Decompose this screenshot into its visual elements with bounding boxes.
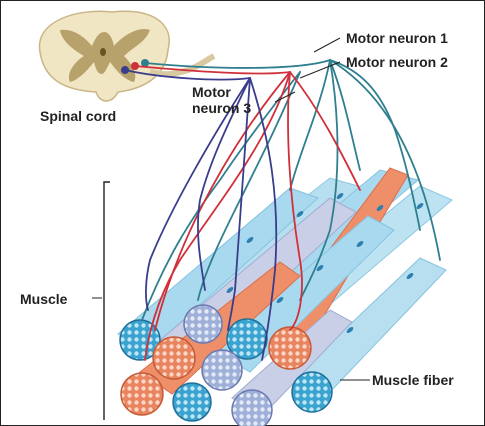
fiber-cross-section — [269, 327, 311, 369]
fiber-cross-section — [173, 383, 211, 421]
muscle-bracket — [104, 182, 110, 420]
spinal-cord — [39, 11, 214, 101]
fiber-cross-section — [232, 390, 272, 426]
motor-neuron-1-label: Motor neuron 1 — [346, 30, 448, 46]
fiber-cross-section — [121, 373, 163, 415]
fiber-cross-section — [153, 337, 195, 379]
motor-neuron-3-label-line2: neuron 3 — [192, 100, 251, 116]
muscle-label: Muscle — [20, 291, 67, 307]
fiber-cross-section — [184, 305, 222, 343]
central-canal — [100, 48, 106, 56]
motor-neuron-3-label-line1: Motor — [192, 84, 231, 100]
motor-neuron-2-label: Motor neuron 2 — [346, 54, 448, 70]
fiber-cross-section — [202, 350, 242, 390]
muscle-fiber-label: Muscle fiber — [372, 372, 454, 388]
fiber-cross-section — [292, 372, 332, 412]
spinal-cord-label: Spinal cord — [40, 108, 116, 124]
